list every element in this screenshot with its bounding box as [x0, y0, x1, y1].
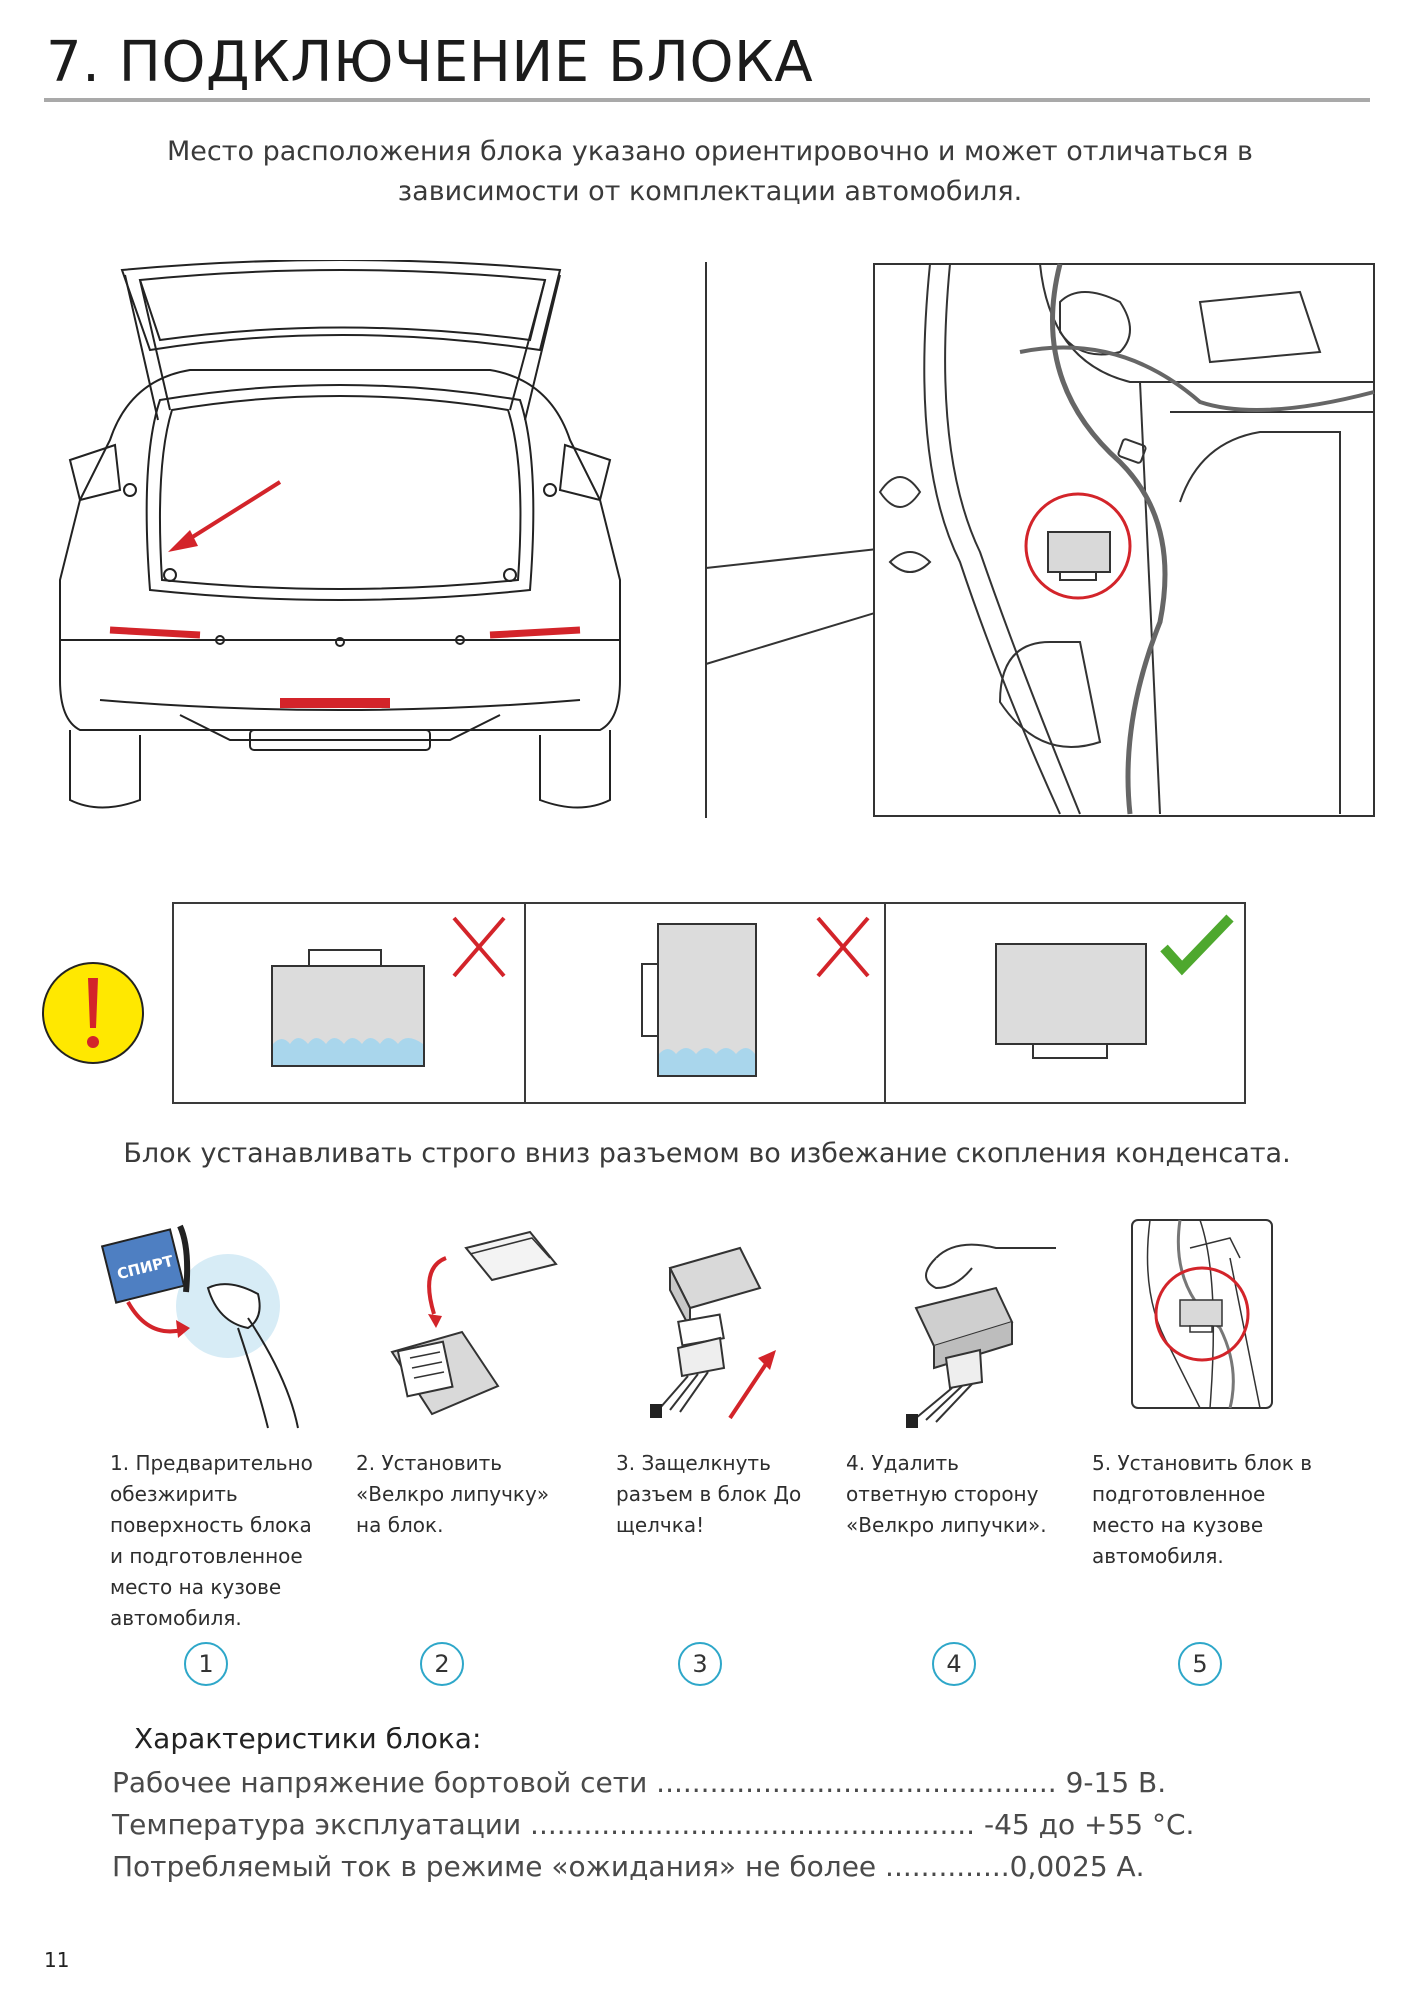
- step-number: 3: [678, 1642, 722, 1686]
- orientation-wrong-connector-up: [271, 916, 506, 1067]
- car-rear-illustration: [59, 260, 621, 809]
- step-2-velcro-illustration: [390, 1230, 558, 1416]
- step-number: 4: [932, 1642, 976, 1686]
- step-2-text: 2. Установить «Велкро липучку» на блок.: [356, 1451, 550, 1537]
- panel-divider: [524, 904, 526, 1102]
- wrong-cross-icon: [452, 916, 506, 978]
- step-number: 2: [420, 1642, 464, 1686]
- step-4-remove-liner-illustration: [906, 1243, 1056, 1428]
- panel-divider: [884, 904, 886, 1102]
- step-5-text: 5. Установить блок в подготовленное мест…: [1092, 1451, 1312, 1568]
- wrong-cross-icon: [816, 916, 870, 978]
- title-divider: [44, 98, 1370, 102]
- step-3-text: 3. Защелкнуть разъем в блок До щелчка!: [616, 1451, 802, 1537]
- page-title: 7. ПОДКЛЮЧЕНИЕ БЛОКА: [46, 30, 814, 95]
- page-number: 11: [44, 1948, 70, 1972]
- specs-title: Характеристики блока:: [134, 1722, 482, 1755]
- orientation-correct-connector-down: [995, 914, 1234, 1059]
- step-number: 1: [184, 1642, 228, 1686]
- step-3-connector-illustration: [650, 1246, 776, 1420]
- intro-text: Место расположения блока указано ориенти…: [167, 136, 1253, 207]
- spec-voltage: Рабочее напряжение бортовой сети .......…: [112, 1766, 1167, 1799]
- spec-temperature: Температура эксплуатации ...............…: [112, 1808, 1195, 1841]
- step-1-text: 1. Предварительно обезжирить поверхность…: [110, 1451, 313, 1630]
- spec-standby-current: Потребляемый ток в режиме «ожидания» не …: [112, 1850, 1145, 1883]
- install-location-closeup: [705, 262, 1375, 818]
- step-4-text: 4. Удалить ответную сторону «Велкро липу…: [846, 1451, 1047, 1537]
- correct-check-icon: [1160, 914, 1234, 976]
- orientation-caption: Блок устанавливать строго вниз разъемом …: [123, 1138, 1291, 1169]
- orientation-wrong-connector-side: [641, 916, 870, 1077]
- step-1-degrease-illustration: СПИРТ: [100, 1224, 299, 1429]
- orientation-panel: [172, 902, 1246, 1104]
- step-number: 5: [1178, 1642, 1222, 1686]
- step-5-install-illustration: [1131, 1219, 1273, 1409]
- warning-icon: [42, 962, 144, 1064]
